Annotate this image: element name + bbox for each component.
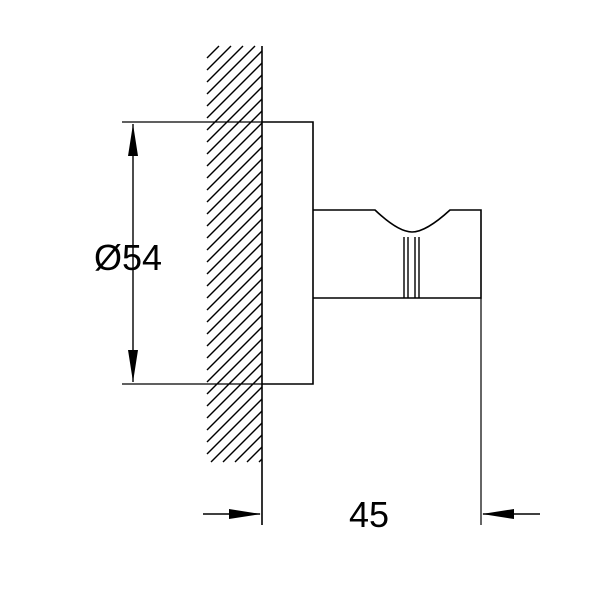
hatch-line bbox=[210, 410, 263, 463]
hatch-line bbox=[206, 206, 263, 263]
hatch-line bbox=[206, 45, 232, 71]
diameter-label: Ø54 bbox=[94, 237, 162, 278]
diameter-arrow-top bbox=[128, 124, 138, 156]
hatch-line bbox=[206, 134, 263, 191]
projection-label: 45 bbox=[349, 494, 389, 535]
projection-arrow-right bbox=[482, 509, 514, 519]
hatch-line bbox=[206, 242, 263, 299]
hatch-line bbox=[206, 45, 256, 95]
hatch-line bbox=[206, 386, 263, 443]
hatch-line bbox=[206, 398, 263, 455]
diameter-arrow-bottom bbox=[128, 350, 138, 382]
hatch-line bbox=[206, 302, 263, 359]
hook-body bbox=[313, 209, 482, 299]
hatch-line bbox=[234, 434, 263, 463]
hatch-line bbox=[206, 350, 263, 407]
hatch-line bbox=[206, 362, 263, 419]
hatch-line bbox=[206, 278, 263, 335]
hatch-line bbox=[206, 194, 263, 251]
hatch-line bbox=[206, 254, 263, 311]
hatch-line bbox=[206, 218, 263, 275]
hatch-line bbox=[206, 338, 263, 395]
hatch-line bbox=[206, 290, 263, 347]
hatch-line bbox=[206, 266, 263, 323]
hatch-line bbox=[206, 74, 263, 131]
hatch-line bbox=[206, 45, 244, 83]
hatch-line bbox=[206, 182, 263, 239]
hatch-line bbox=[206, 62, 263, 119]
projection-arrow-left bbox=[229, 509, 261, 519]
hatch-line bbox=[222, 422, 263, 463]
wall-hatching bbox=[206, 45, 263, 463]
hatch-line bbox=[206, 110, 263, 167]
hatch-line bbox=[206, 374, 263, 431]
hatch-line bbox=[206, 230, 263, 287]
hatch-line bbox=[206, 146, 263, 203]
hatch-line bbox=[206, 314, 263, 371]
hatch-line bbox=[246, 446, 263, 463]
hatch-line bbox=[206, 170, 263, 227]
hatch-line bbox=[206, 45, 220, 59]
rosette-plate bbox=[262, 121, 314, 385]
hatch-line bbox=[206, 86, 263, 143]
hatch-line bbox=[206, 122, 263, 179]
hatch-line bbox=[206, 98, 263, 155]
hatch-line bbox=[206, 50, 263, 107]
hatch-line bbox=[206, 326, 263, 383]
hatch-line bbox=[206, 158, 263, 215]
